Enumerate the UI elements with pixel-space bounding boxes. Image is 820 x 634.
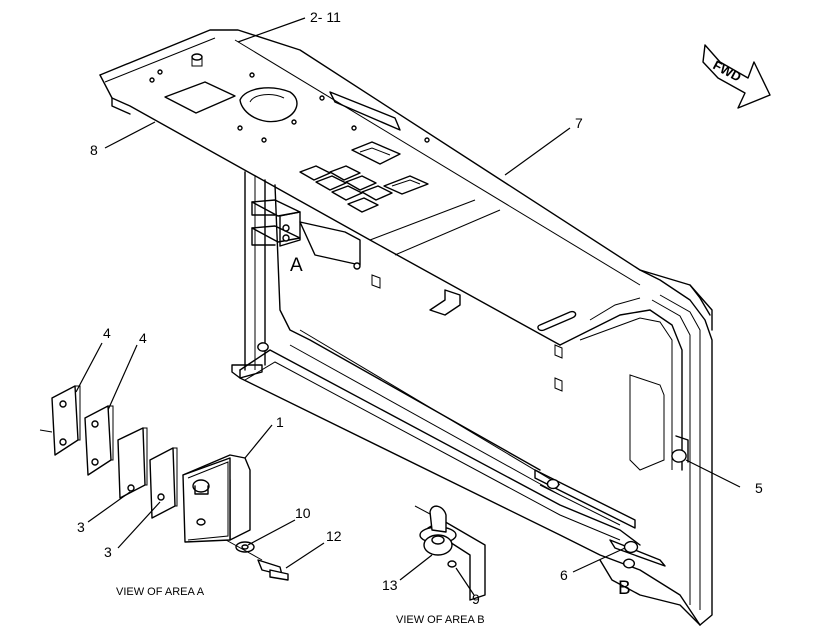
callout-6: 6 — [560, 567, 568, 583]
fwd-label: FWD — [711, 57, 744, 84]
callout-1: 1 — [276, 414, 284, 430]
callout-10: 10 — [295, 505, 311, 521]
callout-9: 9 — [472, 591, 480, 607]
area-marker-a: A — [290, 255, 303, 276]
fwd-arrow: FWD — [702, 44, 771, 109]
top-plate-details — [149, 53, 641, 332]
callout-13: 13 — [382, 577, 398, 593]
callout-7: 7 — [575, 115, 583, 131]
callout-5: 5 — [755, 480, 763, 496]
callout-4-b: 4 — [139, 330, 147, 346]
view-area-b — [414, 505, 486, 601]
callout-3-a: 3 — [77, 519, 85, 535]
callout-12: 12 — [326, 528, 342, 544]
callout-3-b: 3 — [104, 544, 112, 560]
caption-view-area-a: VIEW OF AREA A — [116, 586, 205, 598]
caption-view-area-b: VIEW OF AREA B — [396, 614, 485, 626]
bracket-area-a — [251, 199, 563, 392]
main-frame — [99, 29, 713, 626]
callout-4-a: 4 — [103, 325, 111, 341]
bolt-item-5 — [671, 435, 689, 463]
callouts: 2- 11 8 7 5 6 1 4 4 3 3 10 12 13 9 A B V… — [77, 9, 763, 626]
callout-8: 8 — [90, 142, 98, 158]
callout-2-11: 2- 11 — [310, 9, 341, 25]
leader-lines — [75, 17, 741, 596]
view-area-a — [39, 385, 289, 581]
area-marker-b: B — [618, 578, 631, 599]
